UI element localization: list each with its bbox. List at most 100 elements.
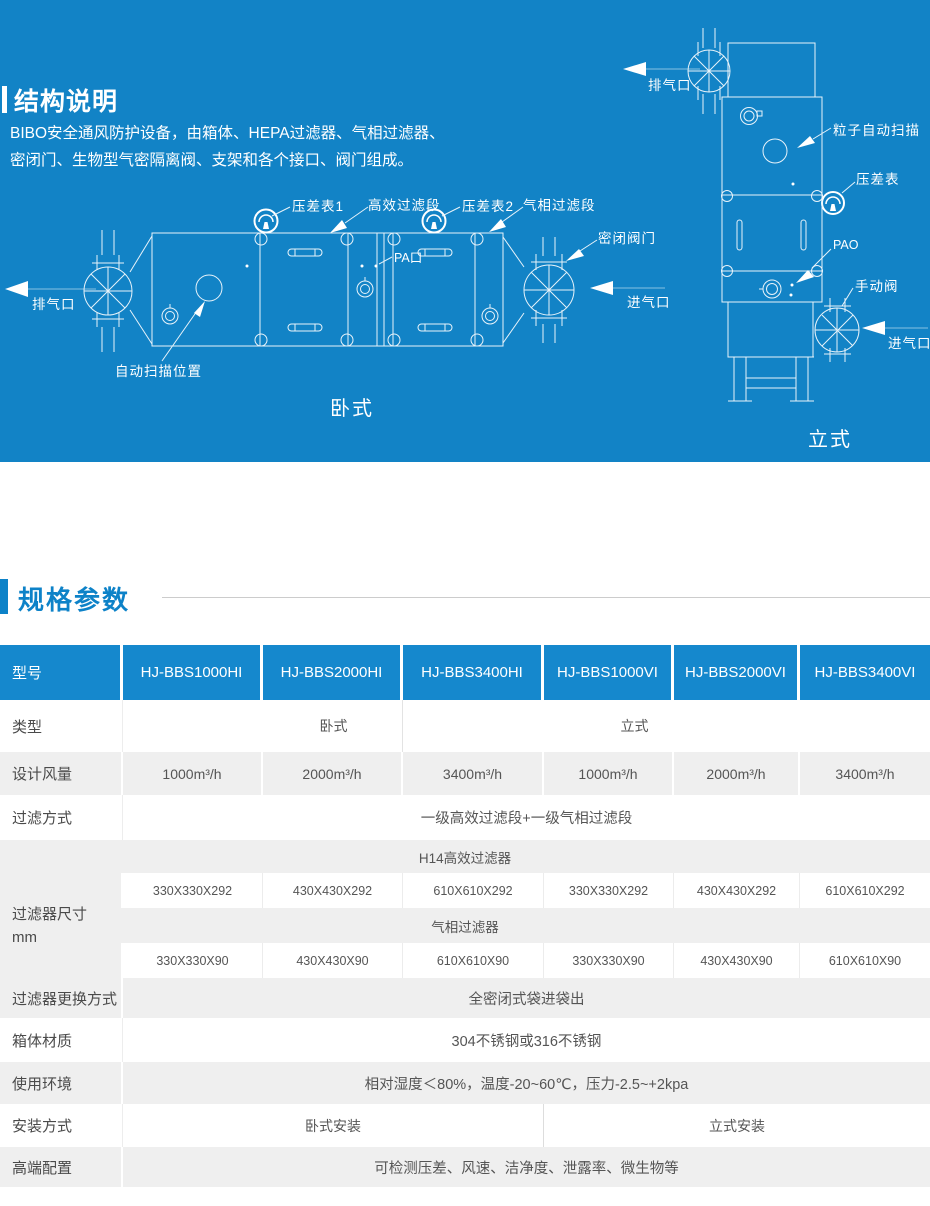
gas-size-row: 330X330X90 430X430X90 610X610X90 330X330… [0,943,930,978]
label-hepa-section: 高效过滤段 [368,198,441,213]
airflow-value: 1000m³/h [123,752,263,795]
airflow-value: 2000m³/h [263,752,403,795]
row-label: 过滤方式 [0,795,123,840]
table-row-material: 箱体材质 304不锈钢或316不锈钢 [0,1018,930,1062]
environment-value: 相对湿度＜80%，温度-20~60℃，压力-2.5~+2kpa [364,1076,689,1093]
header-model: HJ-BBS1000HI [123,645,263,700]
type-horizontal-cell: 卧式 [123,700,403,752]
gas-subheader: 气相过滤器 [0,908,930,943]
filter-size-label: 过滤器尺寸 mm [12,905,88,946]
header-model: HJ-BBS3400VI [800,645,930,700]
table-row-replace: 过滤器更换方式 全密闭式袋进袋出 [0,978,930,1018]
hepa-size: 430X430X292 [674,873,800,908]
install-vertical-cell: 立式安装 [709,1117,765,1134]
table-row-type: 类型 卧式 立式 [0,700,930,752]
label-gauge-v: 压差表 [856,172,900,187]
row-label: 箱体材质 [0,1018,123,1062]
label-gauge1: 压差表1 [292,199,345,214]
row-label: 过滤器更换方式 [0,978,123,1018]
label-auto-scan: 自动扫描位置 [115,364,202,379]
spec-section-header: 规格参数 [0,578,930,618]
table-row-airflow: 设计风量 1000m³/h 2000m³/h 3400m³/h 1000m³/h… [0,752,930,795]
hepa-size: 610X610X292 [800,873,930,908]
pressure-gauge-icon [821,191,845,215]
caption-vertical: 立式 [808,429,852,451]
row-label: 高端配置 [0,1147,123,1187]
gas-size: 330X330X90 [544,943,674,978]
particle-scan-port-icon [762,138,788,164]
vertical-diagram [623,28,928,402]
filter-method-value: 一级高效过滤段+一级气相过滤段 [420,811,633,827]
row-label: 设计风量 [0,752,123,795]
spec-table: 型号 HJ-BBS1000HI HJ-BBS2000HI HJ-BBS3400H… [0,645,930,1187]
pressure-gauge2-icon [421,208,447,234]
structure-title: 结构说明 [14,88,119,116]
caption-horizontal: 卧式 [330,398,374,420]
label-manual-valve: 手动阀 [855,279,899,294]
hepa-size: 430X430X292 [263,873,403,908]
gas-size: 430X430X90 [674,943,800,978]
type-vertical-cell: 立式 [620,718,649,734]
structure-section: 结构说明 BIBO安全通风防护设备，由箱体、HEPA过滤器、气相过滤器、 密闭门… [0,0,930,462]
inlet-arrow-icon [862,321,885,335]
table-row-install: 安装方式 卧式安装 立式安装 [0,1104,930,1147]
table-row-environment: 使用环境 相对湿度＜80%，温度-20~60℃，压力-2.5~+2kpa [0,1062,930,1104]
structure-description: BIBO安全通风防护设备，由箱体、HEPA过滤器、气相过滤器、 密闭门、生物型气… [10,120,445,174]
label-inlet-port-v: 进气口 [888,336,930,351]
label-sealed-valve: 密闭阀门 [598,231,656,246]
header-model: HJ-BBS3400HI [403,645,544,700]
label-exhaust-port-v: 排气口 [648,78,692,93]
blueprint-diagram [5,28,928,402]
hepa-size-row: 330X330X292 430X430X292 610X610X292 330X… [0,873,930,908]
label-gas-section: 气相过滤段 [523,198,596,213]
hepa-size: 330X330X292 [544,873,674,908]
hepa-subheader: H14高效过滤器 [0,840,930,873]
airflow-value: 2000m³/h [674,752,800,795]
material-value: 304不锈钢或316不锈钢 [451,1033,602,1050]
airflow-value: 3400m³/h [403,752,544,795]
gas-size: 330X330X90 [123,943,263,978]
replace-value: 全密闭式袋进袋出 [468,991,585,1008]
title-divider-line [162,597,930,598]
gas-size: 430X430X90 [263,943,403,978]
label-particle-scan: 粒子自动扫描 [833,123,920,138]
config-value: 可检测压差、风速、洁净度、泄露率、微生物等 [374,1160,679,1177]
pressure-gauge1-icon [253,208,279,234]
label-exhaust-port-h: 排气口 [32,297,76,312]
header-model: HJ-BBS1000VI [544,645,674,700]
description-line2: 密闭门、生物型气密隔离阀、支架和各个接口、阀门组成。 [10,152,414,169]
scan-port-icon [195,274,223,302]
header-model: HJ-BBS2000HI [263,645,403,700]
title-accent-bar [0,579,8,614]
row-label: 使用环境 [0,1062,123,1104]
housing-outline [151,232,504,347]
gas-size: 610X610X90 [800,943,930,978]
header-model: HJ-BBS2000VI [674,645,800,700]
exhaust-arrow-icon [5,281,28,297]
table-header-row: 型号 HJ-BBS1000HI HJ-BBS2000HI HJ-BBS3400H… [0,645,930,700]
row-label: 安装方式 [0,1104,123,1147]
label-gauge2: 压差表2 [462,199,515,214]
header-model-label: 型号 [0,645,123,700]
table-row-filter-size: H14高效过滤器 330X330X292 430X430X292 610X610… [0,840,930,978]
horizontal-diagram [5,206,665,362]
spec-section-title: 规格参数 [18,585,131,615]
hepa-size: 330X330X292 [123,873,263,908]
title-accent-bar [2,86,7,113]
description-line1: BIBO安全通风防护设备，由箱体、HEPA过滤器、气相过滤器、 [10,125,445,142]
install-horizontal-cell: 卧式安装 [123,1104,544,1147]
airflow-value: 1000m³/h [544,752,674,795]
inlet-arrow-icon [590,281,613,295]
table-row-filter-method: 过滤方式 一级高效过滤段+一级气相过滤段 [0,795,930,840]
table-row-config: 高端配置 可检测压差、风速、洁净度、泄露率、微生物等 [0,1147,930,1187]
label-column-spacer [0,943,123,978]
row-label: 类型 [0,700,123,752]
label-pao-v: PAO [833,238,859,252]
airflow-value: 3400m³/h [835,765,895,782]
hepa-size: 610X610X292 [403,873,544,908]
gas-size: 610X610X90 [403,943,544,978]
label-inlet-port-h: 进气口 [627,295,671,310]
label-column-spacer [0,873,123,908]
exhaust-arrow-icon [623,62,646,76]
